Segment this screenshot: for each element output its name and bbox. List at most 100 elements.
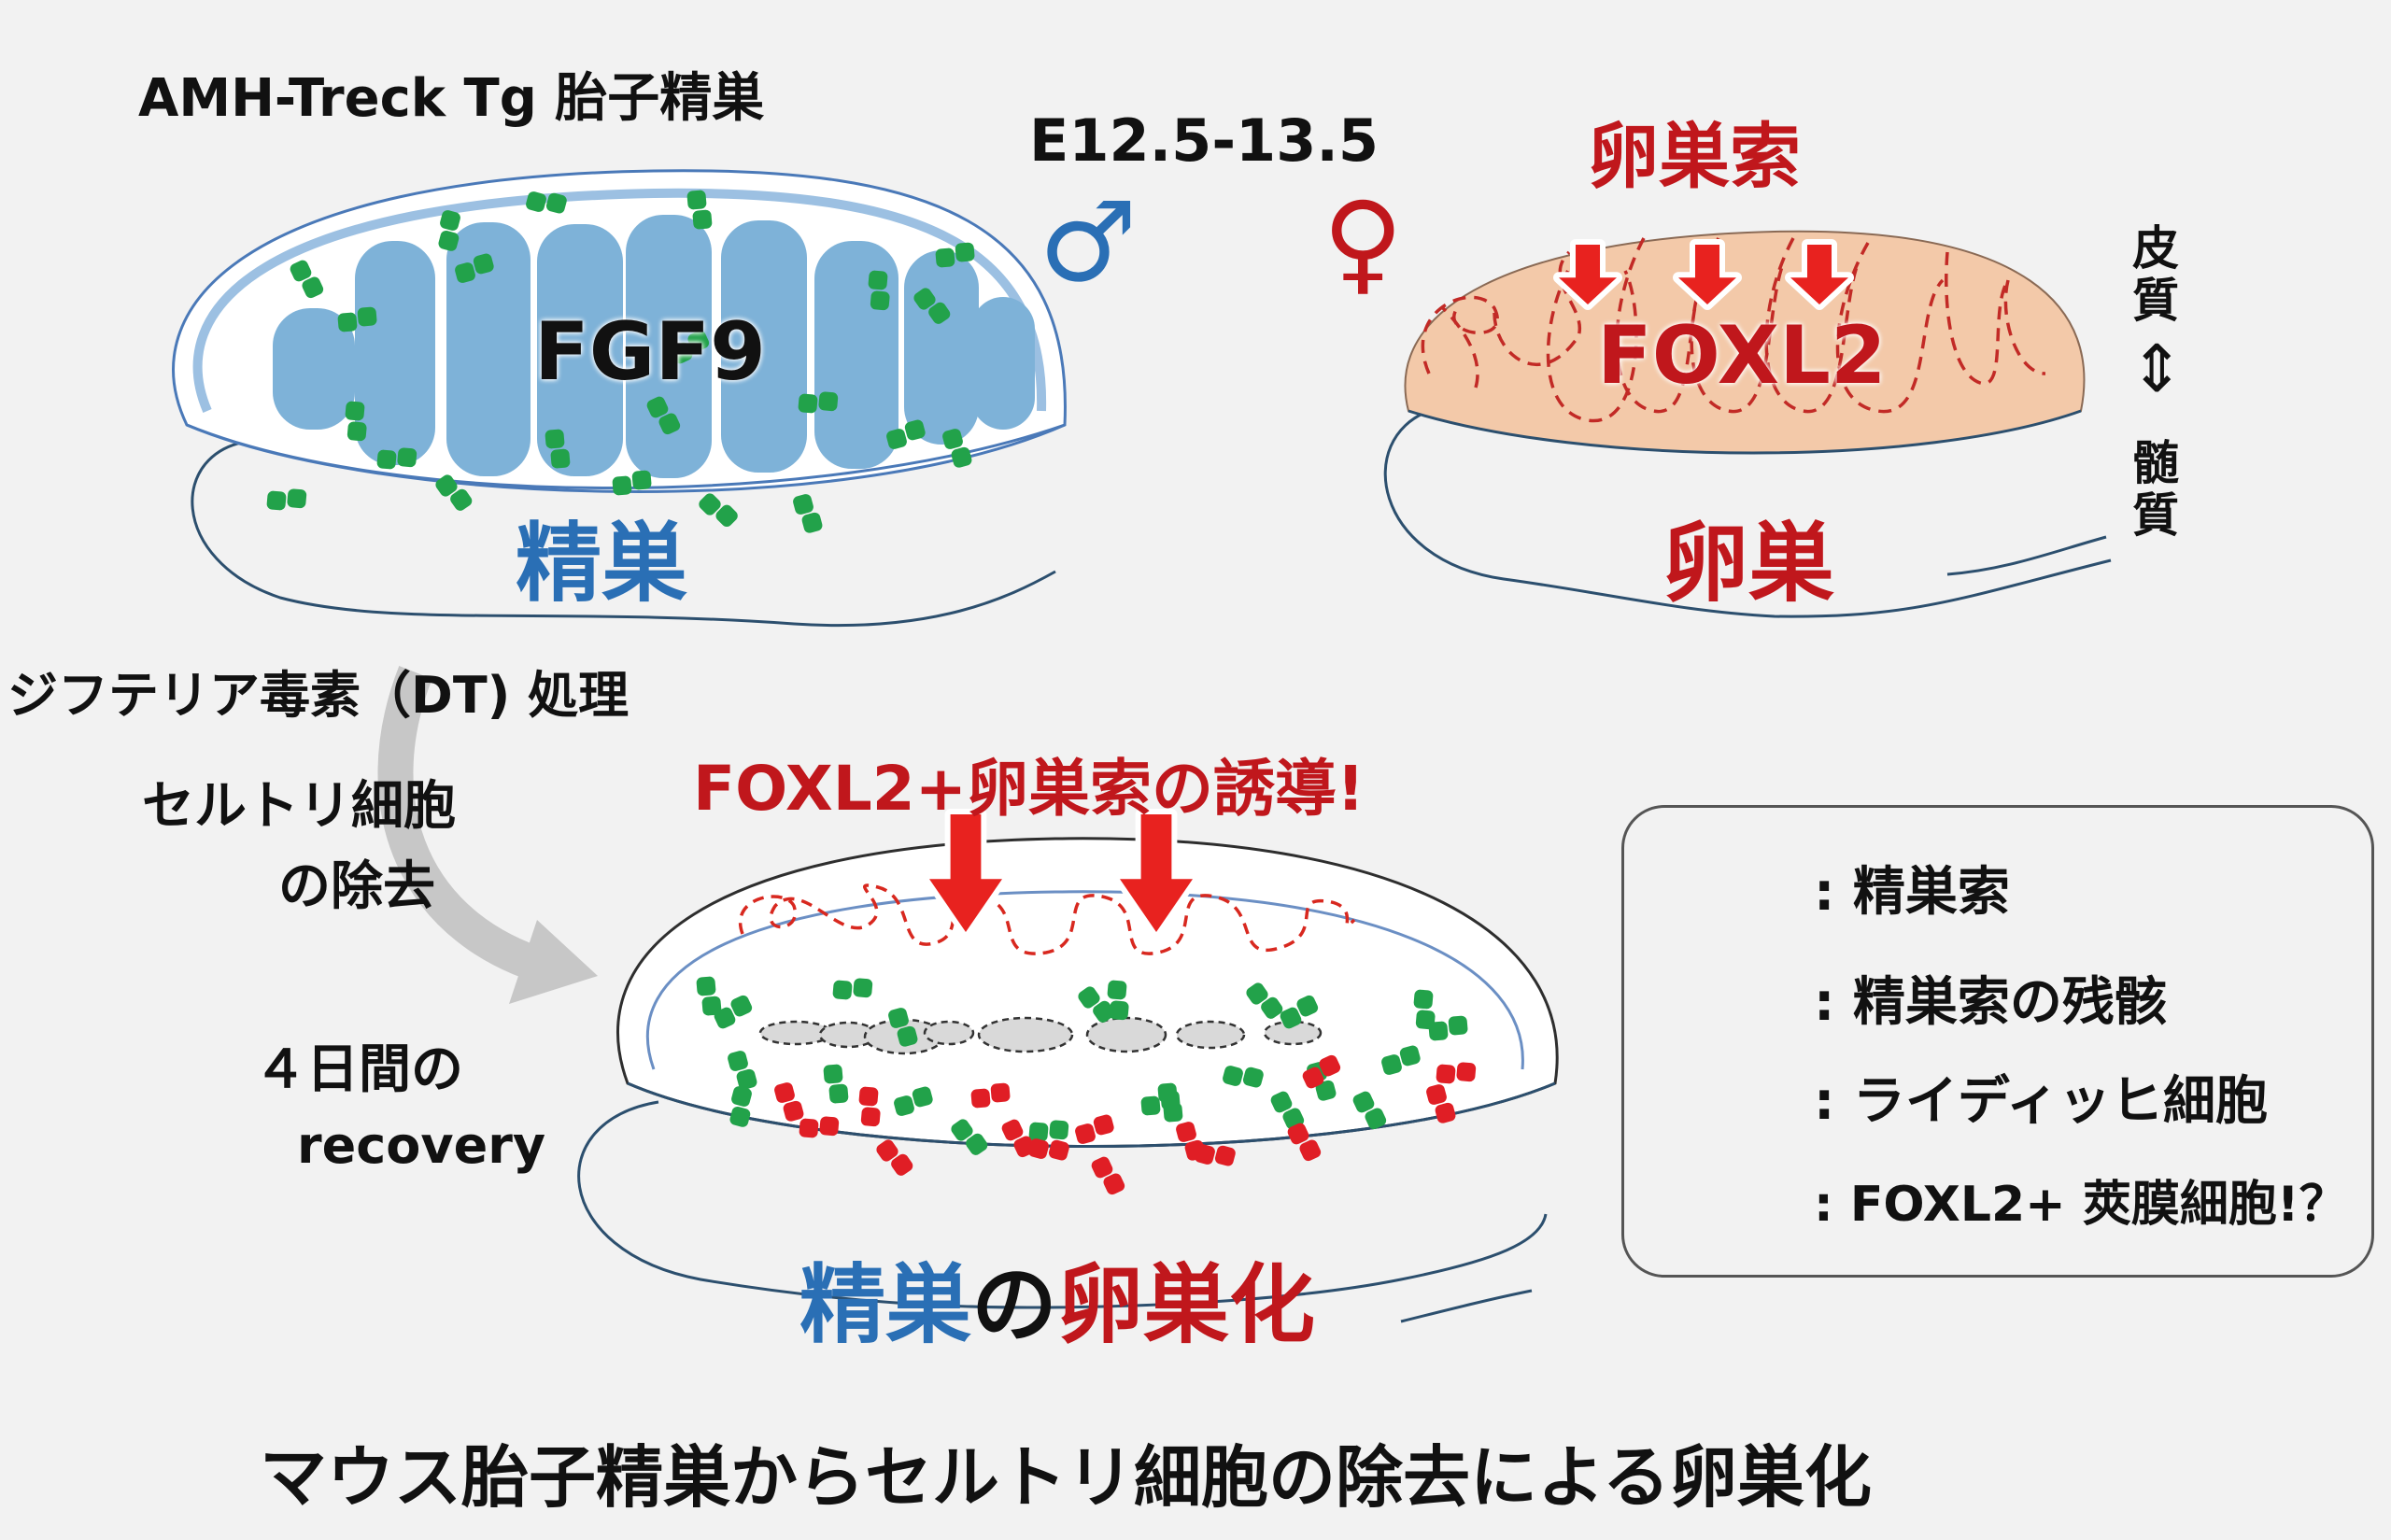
dt-treatment-label: ジフテリア毒素（DT) 処理 [7,666,630,725]
cell-cluster [1426,1084,1456,1123]
ovary-lower-curve [1946,535,2107,576]
feminized-testis-illustration [577,809,1559,1323]
testis-leydig-cells [266,190,975,533]
testis-illustration [172,169,1067,628]
ovarian-cord-title: 卵巣索 [1588,115,1801,198]
cell-cluster [1028,1138,1069,1161]
cell-cluster [774,1082,804,1122]
cell-cluster [1302,1054,1341,1089]
feminized-lower-tail [1400,1289,1533,1323]
cell-cluster [337,306,377,332]
mesonephros-outline [191,439,1056,628]
red-down-arrow [1673,239,1742,310]
cortex-label: 皮質 [2132,221,2179,328]
cell-cluster [793,494,823,533]
red-down-arrow [1785,239,1854,310]
cell-cluster [876,1139,913,1176]
cell-cluster [1078,986,1115,1023]
cell-cluster [1428,1015,1468,1041]
cell-cluster [970,1082,1011,1109]
bottom-theca-cells [774,1054,1477,1195]
induction-title: FOXL2+卵巣索の誘導! [693,753,1365,825]
cell-cluster [1246,982,1283,1019]
cell-cluster [832,978,873,1000]
cell-cluster [435,474,473,511]
cell-cluster [612,470,652,496]
cell-cluster [935,242,975,268]
cell-cluster [714,995,753,1029]
fgf9-label: FGF9 [534,305,766,399]
cell-cluster [858,1086,881,1127]
recovery-days-label: ４日間の [254,1039,463,1100]
induced-ovarian-cords-dashed [738,883,1356,955]
ovary-label: 卵巣 [1662,514,1835,614]
cell-cluster [696,976,722,1016]
recovery-label: recovery [297,1116,546,1175]
cell-cluster [799,1116,840,1138]
red-down-arrow [1553,239,1622,310]
medulla-label: 髄質 [2132,436,2179,543]
cell-cluster [728,1051,757,1090]
male-symbol: ♂ [1039,177,1138,306]
ovary-bottom-edge [1408,409,2082,455]
cell-cluster [438,210,460,251]
cell-cluster [894,1086,933,1116]
cell-cluster [868,270,890,311]
cell-cluster [646,396,681,435]
cell-cluster [1107,980,1129,1021]
cell-cluster [729,1086,752,1127]
cord-remnants [758,1016,1323,1055]
legend-item-theca: : FOXL2+ 莢膜細胞!？ [1814,1177,2348,1233]
ovary-mesonephros-outline [1383,409,2112,618]
red-down-arrow [924,809,1008,938]
cell-cluster [526,191,567,214]
cell-cluster [1075,1114,1114,1144]
cell-cluster [888,1008,918,1047]
cell-cluster [1157,1082,1183,1123]
feminization-label: 精巣の卵巣化 [799,1263,1315,1349]
figure-caption: マウス胎子精巣からセルトリ細胞の除去による卵巣化 [260,1438,1872,1517]
cortex-medulla-arrow: ⇕ [2129,331,2185,407]
cell-cluster [1280,995,1319,1029]
legend-item-leydig: : ライディッヒ細胞 [1814,1071,2268,1132]
testis-label: 精巣 [516,514,688,614]
feminization-label-testis: 精巣 [799,1255,972,1355]
cell-cluster [290,260,324,299]
cell-cluster [1287,1123,1322,1162]
cell-cluster [376,447,417,470]
feminization-label-no: の [971,1255,1058,1355]
cell-cluster [1436,1062,1477,1084]
cell-cluster [455,253,494,283]
legend-item-cord: : 精巣索 [1814,862,2010,923]
feminization-label-ovary: 卵巣化 [1057,1255,1316,1355]
treatment-arrow [377,666,598,1004]
cell-cluster [1381,1045,1421,1075]
feminized-inner-line [645,890,1524,1070]
ovary-foxl2-arrows [1553,239,1854,310]
stage-label: E12.5-13.5 [1029,106,1379,175]
cell-cluster [942,429,972,468]
cell-cluster [266,488,307,511]
cell-cluster [823,1064,849,1104]
cell-cluster [951,1119,988,1155]
cell-cluster [345,401,367,442]
cell-cluster [545,429,571,469]
bottom-leydig-cells [696,976,1468,1155]
testis-bottom-edge [186,423,1066,489]
feminized-mesonephros-outline [577,1100,1548,1309]
induction-arrows [924,809,1198,938]
legend-item-remnant: : 精巣索の残骸 [1814,972,2167,1033]
cell-cluster [1223,1066,1264,1088]
cell-cluster [1091,1156,1125,1195]
testis-title: AMH-Treck Tg 胎子精巣 [138,68,765,129]
legend-panel [1621,805,2374,1278]
cell-cluster [798,391,839,414]
foxl2-label: FOXL2 [1597,309,1887,403]
cell-cluster [886,419,926,449]
ovary-illustration [1383,230,2112,618]
cell-cluster [1195,1144,1236,1166]
sertoli-removal-line1: セルトリ細胞 [142,776,456,837]
testis-inner-layer [192,188,1047,413]
cell-cluster [1352,1091,1387,1130]
